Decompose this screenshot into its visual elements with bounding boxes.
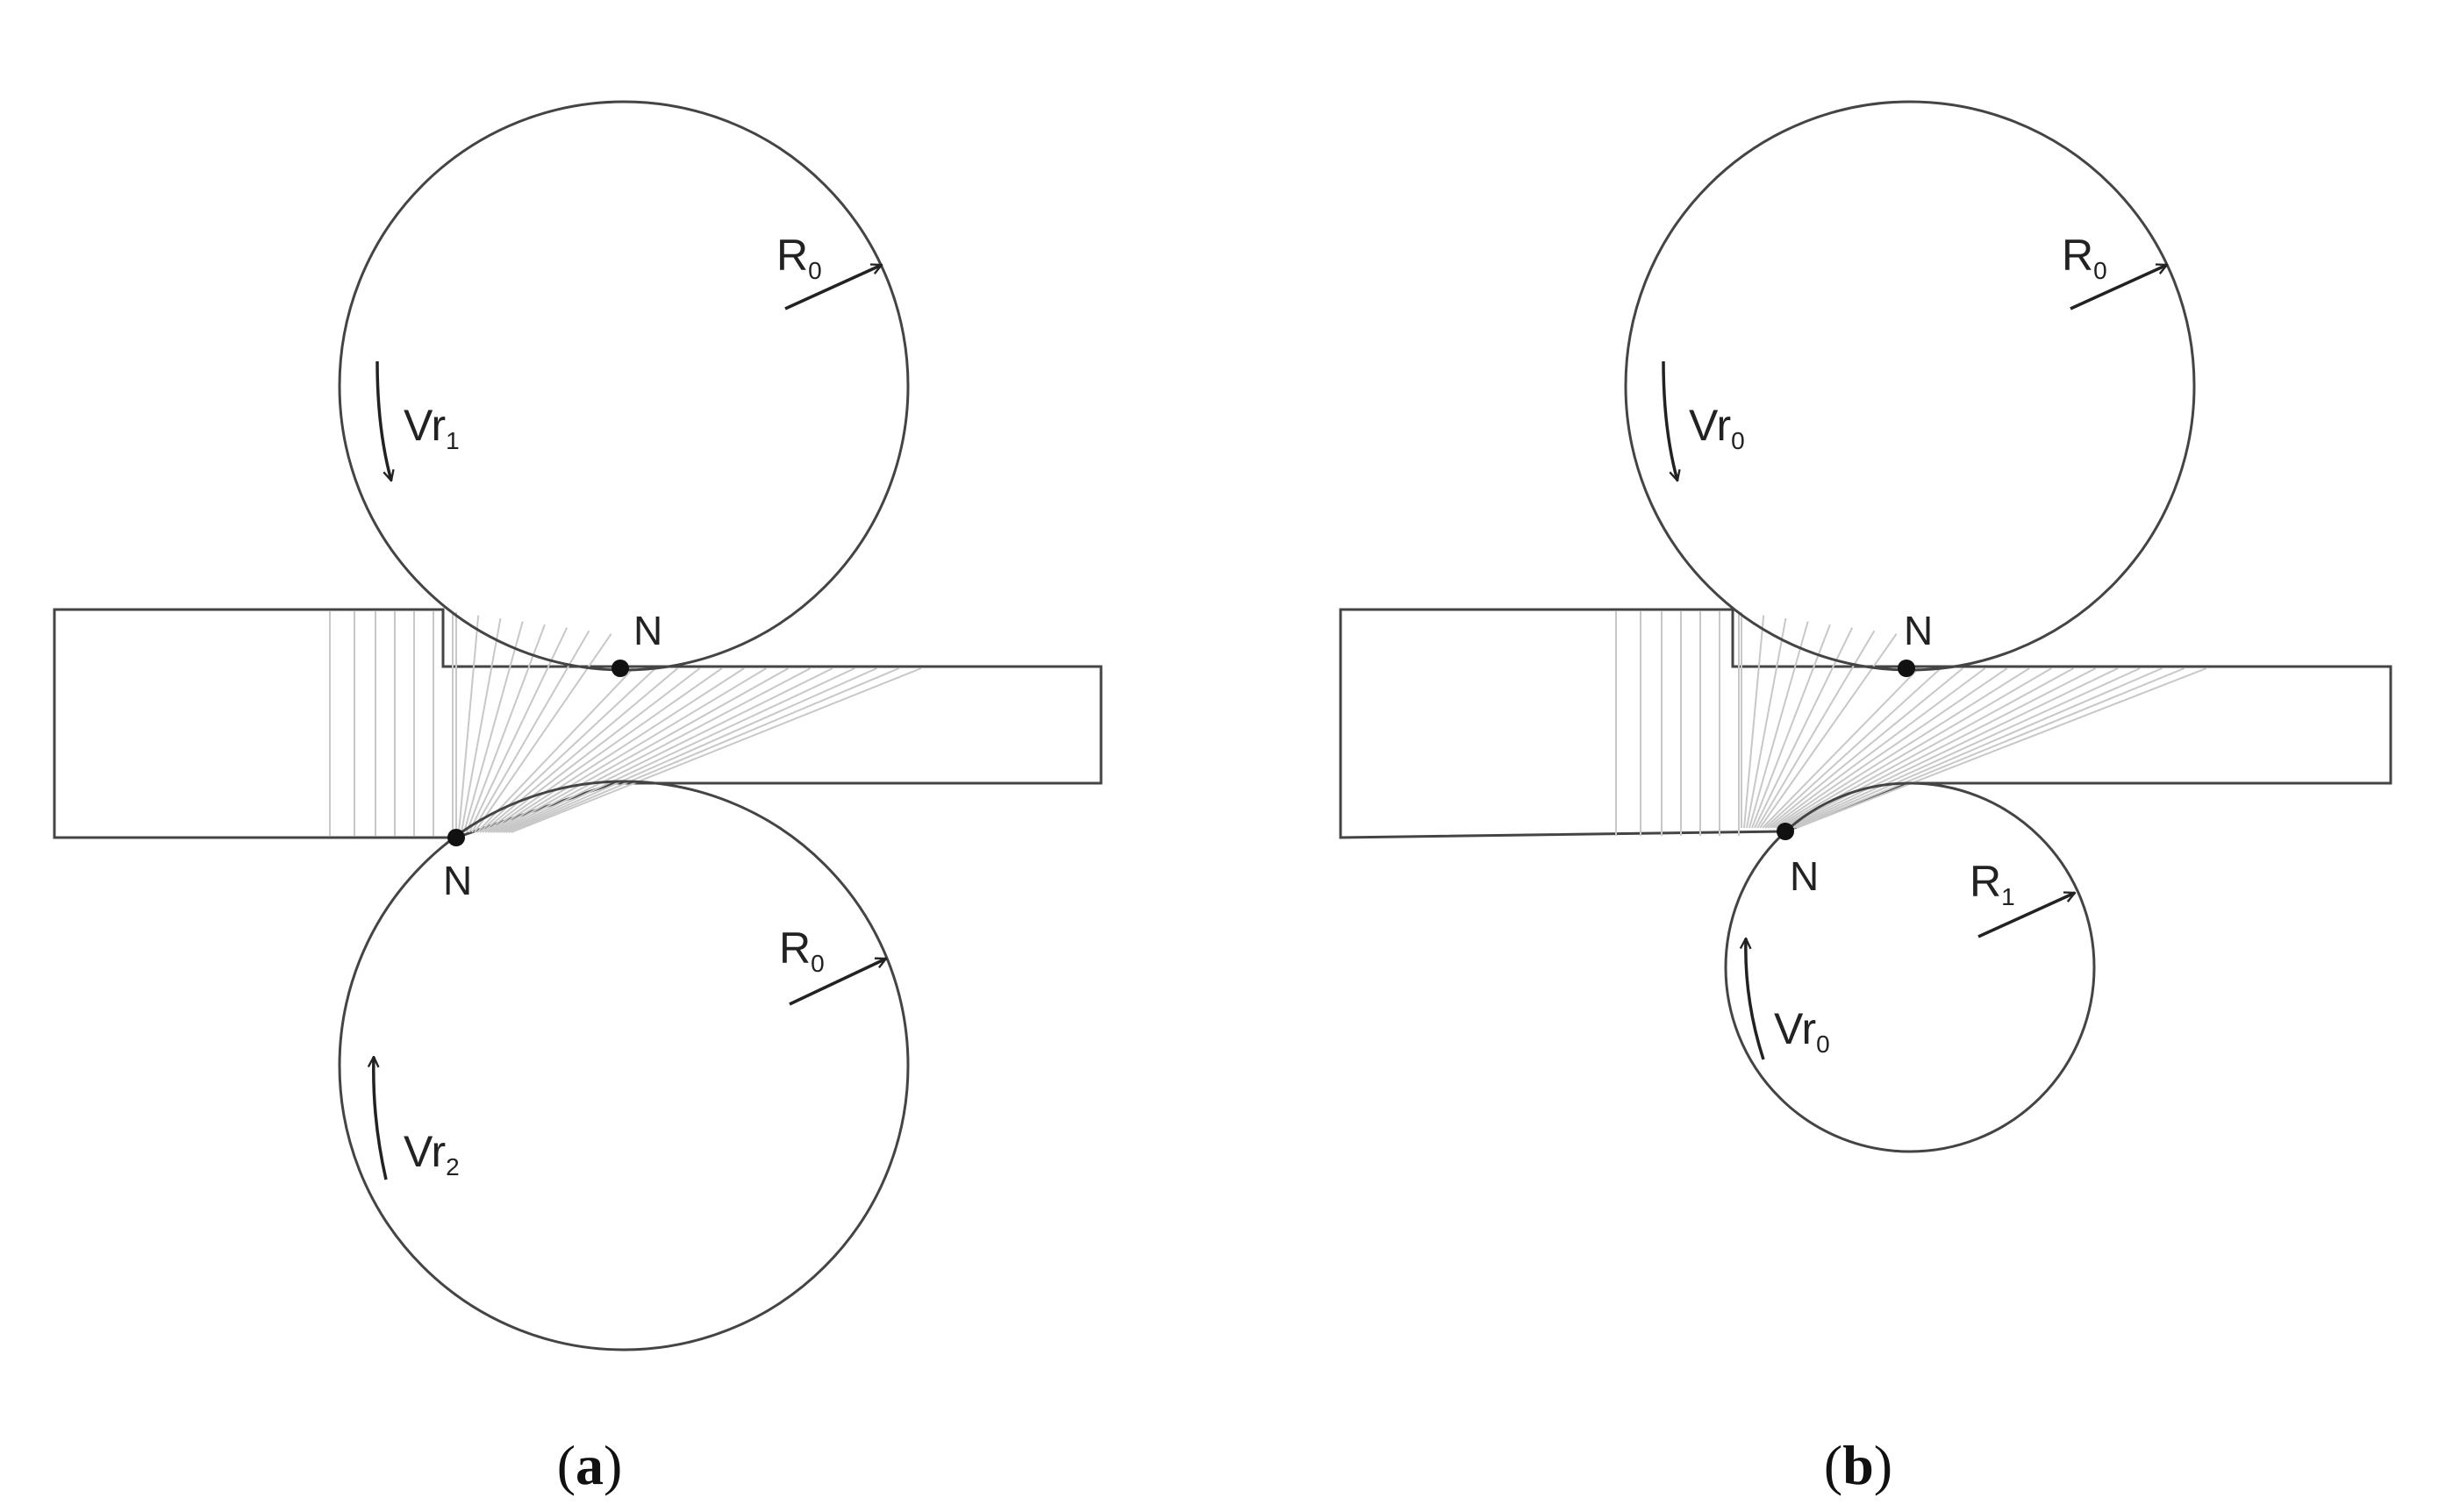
speed-sub-top-b: 0 bbox=[1731, 427, 1745, 454]
flow-line bbox=[484, 667, 701, 833]
caption-close-b: ) bbox=[1874, 1434, 1892, 1496]
neutral-point-bottom-b bbox=[1777, 823, 1794, 840]
speed-label-top-a: Vr bbox=[404, 401, 446, 450]
speed-sub-bottom-a: 2 bbox=[446, 1153, 460, 1180]
flow-line bbox=[461, 617, 502, 833]
speed-label-bottom-a: Vr bbox=[404, 1127, 446, 1176]
flow-line bbox=[511, 667, 922, 833]
radius-sub-bottom-b: 1 bbox=[2001, 883, 2015, 910]
neutral-label-top-a: N bbox=[633, 608, 662, 653]
flow-line bbox=[1788, 667, 2141, 829]
svg-text:(b): (b) bbox=[1824, 1434, 1892, 1496]
flow-line bbox=[495, 667, 790, 833]
neutral-label-top-b: N bbox=[1904, 608, 1933, 653]
flow-lines-b bbox=[1615, 611, 2207, 836]
speed-arrow-top-a bbox=[375, 360, 391, 481]
flow-line bbox=[1772, 667, 2008, 829]
radius-label-bottom-b: R bbox=[1970, 857, 2001, 906]
bottom-roll-a bbox=[338, 780, 910, 1352]
flow-line bbox=[1777, 667, 2052, 829]
flow-line bbox=[1743, 615, 1765, 829]
flow-line bbox=[1751, 624, 1831, 829]
neutral-point-top-a bbox=[611, 660, 629, 677]
svg-text:Vr0: Vr0 bbox=[1689, 401, 1745, 454]
flow-line bbox=[1796, 667, 2207, 829]
radius-label-top-a: R bbox=[776, 231, 808, 280]
caption-letter-b: b bbox=[1842, 1434, 1874, 1496]
radius-sub-top-b: 0 bbox=[2093, 257, 2107, 284]
neutral-point-bottom-a bbox=[447, 829, 465, 846]
caption-letter-a: a bbox=[576, 1434, 604, 1496]
flow-line bbox=[463, 621, 524, 833]
neutral-label-bottom-b: N bbox=[1790, 853, 1819, 899]
strip-a bbox=[53, 608, 1103, 839]
radius-arrow-top-b bbox=[2070, 265, 2167, 310]
radius-arrow-bottom-b bbox=[1977, 893, 2075, 938]
svg-text:R0: R0 bbox=[2062, 231, 2107, 284]
neutral-point-top-b bbox=[1898, 660, 1915, 677]
caption-open-b: ( bbox=[1824, 1434, 1842, 1496]
svg-text:R1: R1 bbox=[1970, 857, 2015, 910]
radius-arrow-bottom-a bbox=[789, 957, 886, 1006]
radius-label-top-b: R bbox=[2062, 231, 2093, 280]
flow-line bbox=[1785, 667, 2119, 829]
flow-line bbox=[458, 615, 480, 833]
radius-arrow-top-a bbox=[784, 265, 882, 310]
svg-text:(a): (a) bbox=[557, 1434, 623, 1496]
speed-arrow-bottom-b bbox=[1746, 938, 1765, 1060]
flow-line bbox=[487, 667, 723, 833]
svg-text:R0: R0 bbox=[779, 924, 825, 977]
speed-arrow-top-b bbox=[1662, 360, 1677, 481]
flow-line bbox=[1746, 617, 1787, 829]
top-roll-b bbox=[1624, 100, 2196, 672]
flow-line bbox=[466, 624, 546, 833]
flow-line bbox=[1793, 667, 2185, 829]
flow-line bbox=[1767, 667, 1964, 829]
radius-sub-bottom-a: 0 bbox=[811, 950, 825, 977]
flow-line bbox=[492, 667, 767, 833]
flow-line bbox=[1762, 667, 1920, 829]
radius-sub-top-a: 0 bbox=[808, 257, 822, 284]
top-roll-a bbox=[338, 100, 910, 672]
panel-b: N N R0 Vr0 R1 Vr0 (b) bbox=[1339, 100, 2392, 1496]
flow-line bbox=[497, 667, 812, 833]
speed-sub-top-a: 1 bbox=[446, 427, 460, 454]
neutral-label-bottom-a: N bbox=[443, 858, 472, 903]
caption-close-a: ) bbox=[604, 1434, 622, 1496]
caption-open-a: ( bbox=[557, 1434, 576, 1496]
bottom-roll-b bbox=[1724, 781, 2096, 1153]
speed-sub-bottom-b: 0 bbox=[1816, 1031, 1830, 1058]
flow-line bbox=[505, 667, 877, 833]
speed-label-bottom-b: Vr bbox=[1774, 1004, 1816, 1053]
flow-line bbox=[500, 667, 833, 833]
flow-line bbox=[476, 667, 634, 833]
speed-label-top-b: Vr bbox=[1689, 401, 1731, 450]
speed-arrow-bottom-a bbox=[374, 1057, 388, 1180]
flow-line bbox=[1759, 633, 1898, 829]
svg-text:R0: R0 bbox=[776, 231, 822, 284]
flow-line bbox=[482, 667, 679, 833]
panel-a: N N R0 Vr1 R0 Vr2 (a) bbox=[53, 100, 1103, 1496]
flow-line bbox=[1764, 667, 1942, 829]
flow-line bbox=[508, 667, 900, 833]
svg-text:Vr2: Vr2 bbox=[404, 1127, 460, 1180]
flow-line bbox=[1775, 667, 2030, 829]
flow-line bbox=[1783, 667, 2097, 829]
flow-line bbox=[1770, 667, 1986, 829]
flow-line bbox=[1791, 667, 2163, 829]
svg-text:Vr1: Vr1 bbox=[404, 401, 460, 454]
flow-line bbox=[1748, 621, 1809, 829]
flow-line bbox=[503, 667, 855, 833]
radius-label-bottom-a: R bbox=[779, 924, 811, 973]
svg-text:Vr0: Vr0 bbox=[1774, 1004, 1830, 1058]
flow-line bbox=[490, 667, 745, 833]
